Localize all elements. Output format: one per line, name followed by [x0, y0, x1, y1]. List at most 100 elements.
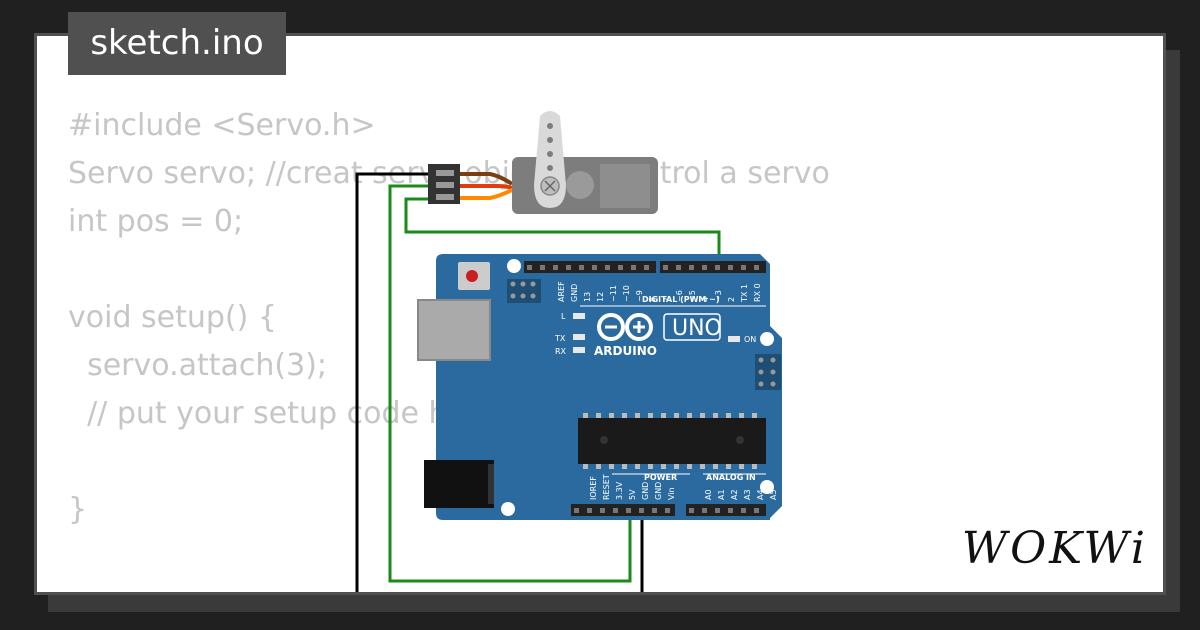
- pin-label: 7: [662, 297, 671, 302]
- pin-label: ~10: [622, 285, 631, 302]
- wire-ground: [355, 172, 430, 592]
- chip-pin: [739, 464, 744, 469]
- svg-text:ANALOG IN: ANALOG IN: [706, 473, 756, 482]
- pin-label: A5: [769, 489, 778, 500]
- wire-signal: [404, 197, 721, 268]
- header-pin: [676, 265, 681, 270]
- header-pin: [754, 508, 759, 513]
- arduino-logo: [597, 313, 653, 341]
- chip-pin: [752, 464, 757, 469]
- sketch-filename-tab[interactable]: sketch.ino: [68, 12, 286, 75]
- pin-label: GND: [570, 284, 579, 302]
- pin-label: A1: [717, 489, 726, 500]
- pin-label: 5V: [628, 489, 637, 500]
- header-pin: [553, 265, 558, 270]
- header-pin: [639, 508, 644, 513]
- chip-pin: [752, 413, 757, 418]
- header-pin: [741, 265, 746, 270]
- pin-label: A0: [704, 489, 713, 500]
- svg-text:RX: RX: [555, 347, 567, 356]
- chip-pin: [596, 413, 601, 418]
- chip-pin: [713, 413, 718, 418]
- pin-label: RESET: [602, 474, 611, 500]
- pin-label: ~6: [675, 290, 684, 302]
- chip-pin: [622, 464, 627, 469]
- chip-pin: [609, 464, 614, 469]
- pin-label: ~9: [635, 290, 644, 302]
- header-pin: [600, 508, 605, 513]
- header-pin: [644, 265, 649, 270]
- header-pin: [728, 508, 733, 513]
- svg-text:L: L: [561, 312, 566, 321]
- power-jack: [424, 460, 494, 508]
- pin-label: 12: [596, 292, 605, 302]
- chip-pin: [687, 464, 692, 469]
- pin-label: ~11: [609, 285, 618, 302]
- board-brand: ARDUINO: [594, 344, 657, 358]
- header-pin: [663, 265, 668, 270]
- pin-label: 13: [583, 292, 592, 302]
- header-pin: [566, 265, 571, 270]
- pin-label: IOREF: [589, 476, 598, 500]
- chip-pin: [609, 413, 614, 418]
- pin-label: 4: [701, 297, 710, 302]
- pin-label: Vin: [667, 487, 676, 500]
- pin-label: ~3: [714, 290, 723, 302]
- header-pin: [689, 508, 694, 513]
- pin-label: A4: [756, 489, 765, 500]
- pin-label: AREF: [557, 281, 566, 302]
- chip-pin: [726, 413, 731, 418]
- pin-label: RX 0: [753, 283, 762, 302]
- header-pin: [540, 265, 545, 270]
- board-model: UNO: [672, 316, 722, 341]
- code-line: void setup() {: [68, 300, 277, 335]
- svg-text:DIGITAL (PWM ~): DIGITAL (PWM ~): [642, 295, 720, 304]
- header-pin: [728, 265, 733, 270]
- svg-text:POWER: POWER: [644, 473, 677, 482]
- servo-motor[interactable]: [512, 111, 658, 214]
- header-pin: [527, 265, 532, 270]
- code-line: void loop() {: [68, 582, 830, 592]
- pin-label: 2: [727, 297, 736, 302]
- svg-text:TX: TX: [554, 334, 566, 343]
- chip-pin: [739, 413, 744, 418]
- chip-pin: [648, 413, 653, 418]
- code-line: servo.attach(3);: [68, 348, 328, 383]
- chip-pin: [674, 413, 679, 418]
- header-pin: [754, 265, 759, 270]
- chip-pin: [700, 464, 705, 469]
- chip-pin: [661, 464, 666, 469]
- header-pin: [626, 508, 631, 513]
- svg-text:ON: ON: [744, 335, 756, 344]
- code-line: int pos = 0;: [68, 204, 244, 239]
- header-pin: [618, 265, 623, 270]
- header-pin: [605, 265, 610, 270]
- wokwi-logo[interactable]: WOKWi: [961, 523, 1148, 574]
- digital-header-right: [660, 261, 766, 273]
- code-line: #include <Servo.h>: [68, 108, 376, 143]
- atmega-chip: [578, 418, 766, 464]
- pin-label: A2: [730, 489, 739, 500]
- header-pin: [592, 265, 597, 270]
- header-pin: [574, 508, 579, 513]
- header-pin: [715, 508, 720, 513]
- pin-label: A3: [743, 489, 752, 500]
- header-pin: [652, 508, 657, 513]
- header-pin: [702, 265, 707, 270]
- header-pin: [579, 265, 584, 270]
- chip-pin: [635, 413, 640, 418]
- header-pin: [665, 508, 670, 513]
- code-line: }: [68, 492, 88, 527]
- pin-label: GND: [654, 482, 663, 500]
- chip-pin: [713, 464, 718, 469]
- pin-label: TX 1: [740, 284, 749, 303]
- pin-label: ~5: [688, 290, 697, 302]
- wire-power: [388, 184, 632, 583]
- power-header: [571, 504, 675, 516]
- servo-connector[interactable]: [428, 164, 460, 204]
- chip-pin: [687, 413, 692, 418]
- servo-cable: [460, 172, 514, 200]
- chip-pin: [583, 464, 588, 469]
- arduino-uno-board[interactable]: UNO ARDUINO L TX RX ON DIGITAL (PWM ~) P…: [417, 254, 782, 520]
